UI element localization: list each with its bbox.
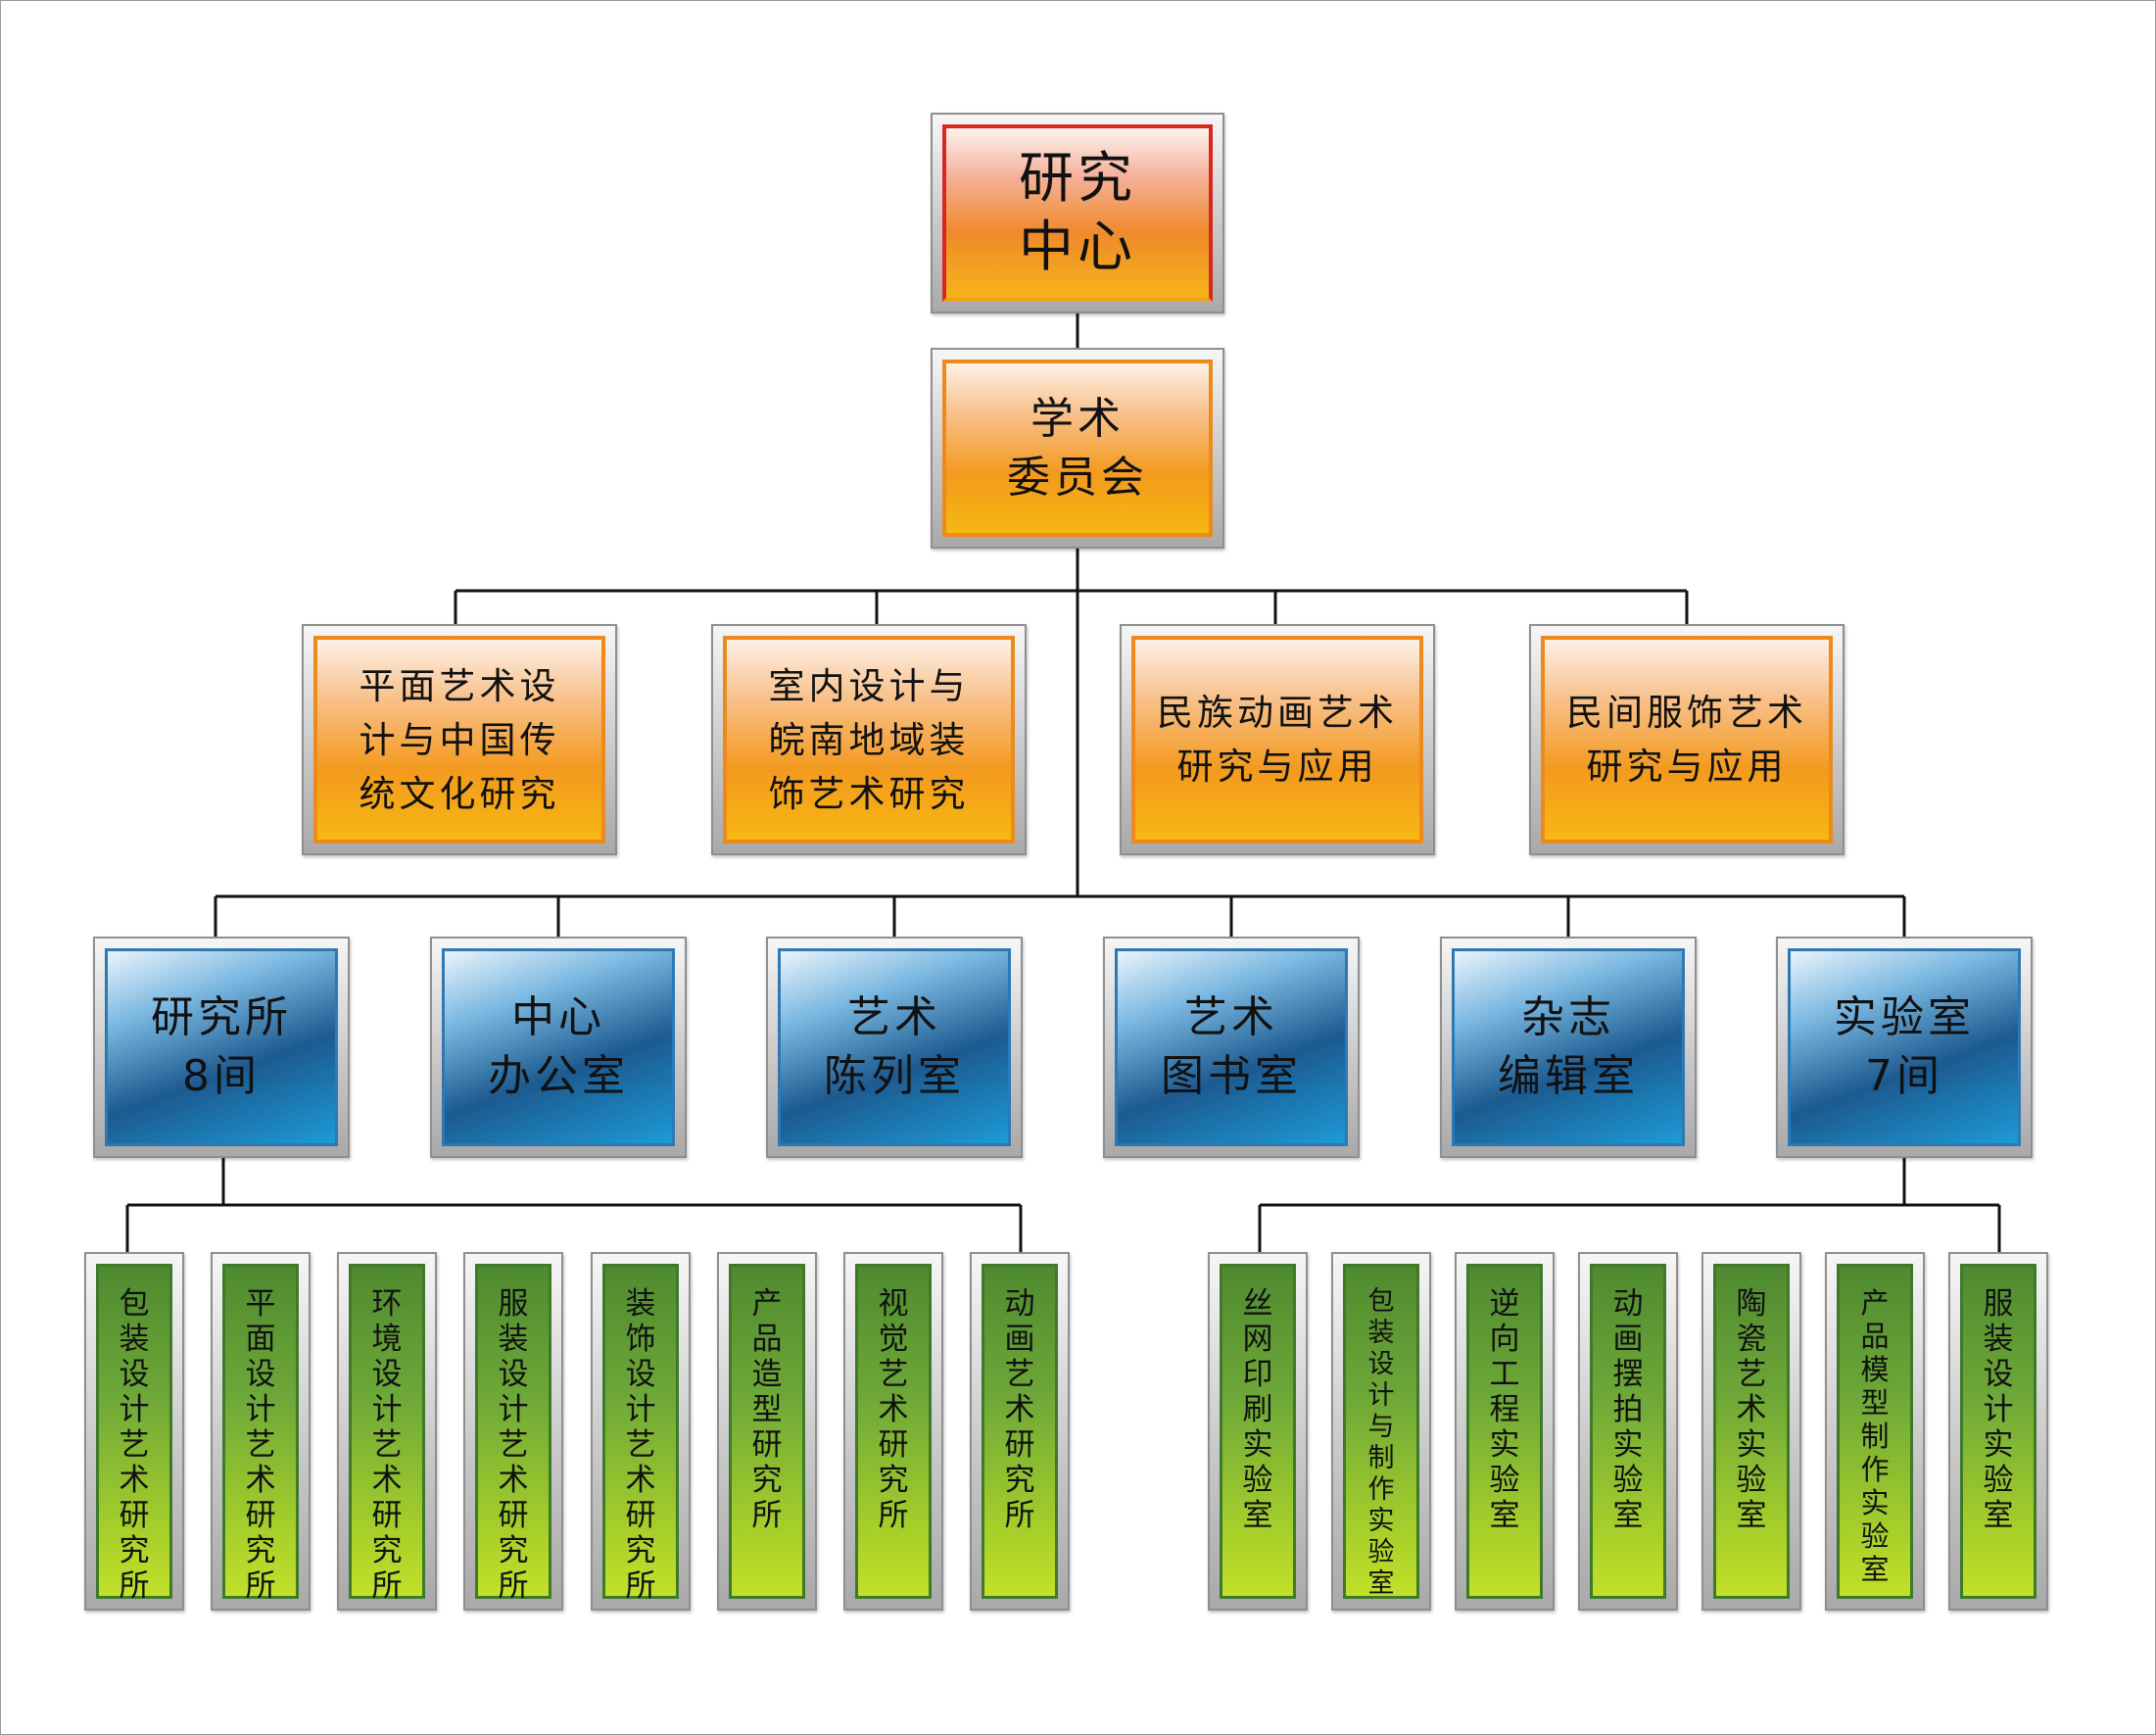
node-label: 服装设计实验室 bbox=[1983, 1286, 2014, 1533]
node-direction-2: 室内设计与 皖南地域装 饰艺术研究 bbox=[711, 624, 1027, 855]
node-label: 服装设计艺术研究所 bbox=[498, 1286, 529, 1604]
node-department-6: 实验室 7间 bbox=[1776, 937, 2033, 1158]
node-department-4: 艺术 图书室 bbox=[1103, 937, 1360, 1158]
node-institute-1: 包装设计艺术研究所 bbox=[84, 1252, 184, 1611]
node-label: 装饰设计艺术研究所 bbox=[625, 1286, 656, 1604]
node-label: 环境设计艺术研究所 bbox=[371, 1286, 403, 1604]
node-institute-4: 服装设计艺术研究所 bbox=[463, 1252, 563, 1611]
node-label: 产品造型研究所 bbox=[751, 1286, 783, 1533]
node-lab-3: 逆向工程实验室 bbox=[1455, 1252, 1555, 1611]
node-label: 平面设计艺术研究所 bbox=[245, 1286, 276, 1604]
node-label: 民族动画艺术 研究与应用 bbox=[1157, 692, 1398, 788]
node-institute-7: 视觉艺术研究所 bbox=[843, 1252, 943, 1611]
node-institute-2: 平面设计艺术研究所 bbox=[211, 1252, 311, 1611]
node-label: 实验室 7间 bbox=[1834, 992, 1975, 1101]
node-direction-3: 民族动画艺术 研究与应用 bbox=[1120, 624, 1435, 855]
node-label: 视觉艺术研究所 bbox=[878, 1286, 909, 1533]
node-label: 陶瓷艺术实验室 bbox=[1736, 1286, 1767, 1533]
node-label: 动画艺术研究所 bbox=[1004, 1286, 1035, 1533]
node-lab-4: 动画摆拍实验室 bbox=[1578, 1252, 1678, 1611]
node-lab-5: 陶瓷艺术实验室 bbox=[1701, 1252, 1801, 1611]
node-lab-1: 丝网印刷实验室 bbox=[1208, 1252, 1308, 1611]
node-research-center: 研究 中心 bbox=[931, 113, 1224, 313]
node-direction-1: 平面艺术设 计与中国传 统文化研究 bbox=[302, 624, 617, 855]
node-label: 学术 委员会 bbox=[1007, 393, 1148, 503]
node-department-2: 中心 办公室 bbox=[430, 937, 687, 1158]
node-department-3: 艺术 陈列室 bbox=[766, 937, 1023, 1158]
node-label: 研究 中心 bbox=[1019, 146, 1136, 279]
node-label: 杂志 编辑室 bbox=[1498, 992, 1639, 1101]
node-label: 室内设计与 皖南地域装 饰艺术研究 bbox=[768, 664, 970, 815]
node-direction-4: 民间服饰艺术 研究与应用 bbox=[1529, 624, 1845, 855]
node-institute-5: 装饰设计艺术研究所 bbox=[591, 1252, 691, 1611]
node-academic-committee: 学术 委员会 bbox=[931, 348, 1224, 549]
node-lab-6: 产品模型制作实验室 bbox=[1825, 1252, 1925, 1611]
node-institute-3: 环境设计艺术研究所 bbox=[337, 1252, 437, 1611]
node-label: 产品模型制作实验室 bbox=[1860, 1286, 1890, 1586]
node-department-5: 杂志 编辑室 bbox=[1440, 937, 1697, 1158]
node-lab-7: 服装设计实验室 bbox=[1948, 1252, 2048, 1611]
node-label: 艺术 图书室 bbox=[1161, 992, 1302, 1101]
node-label: 平面艺术设 计与中国传 统文化研究 bbox=[359, 664, 560, 815]
node-label: 艺术 陈列室 bbox=[824, 992, 965, 1101]
node-institute-6: 产品造型研究所 bbox=[717, 1252, 817, 1611]
node-label: 逆向工程实验室 bbox=[1489, 1286, 1520, 1533]
node-label: 包装设计与制作实验室 bbox=[1367, 1286, 1395, 1599]
node-label: 民间服饰艺术 研究与应用 bbox=[1566, 692, 1807, 788]
node-department-1: 研究所 8间 bbox=[93, 937, 350, 1158]
node-institute-8: 动画艺术研究所 bbox=[970, 1252, 1070, 1611]
node-label: 动画摆拍实验室 bbox=[1612, 1286, 1644, 1533]
node-label: 研究所 8间 bbox=[151, 992, 292, 1101]
node-label: 中心 办公室 bbox=[488, 992, 629, 1101]
node-label: 丝网印刷实验室 bbox=[1242, 1286, 1273, 1533]
node-label: 包装设计艺术研究所 bbox=[119, 1286, 150, 1604]
node-lab-2: 包装设计与制作实验室 bbox=[1331, 1252, 1431, 1611]
